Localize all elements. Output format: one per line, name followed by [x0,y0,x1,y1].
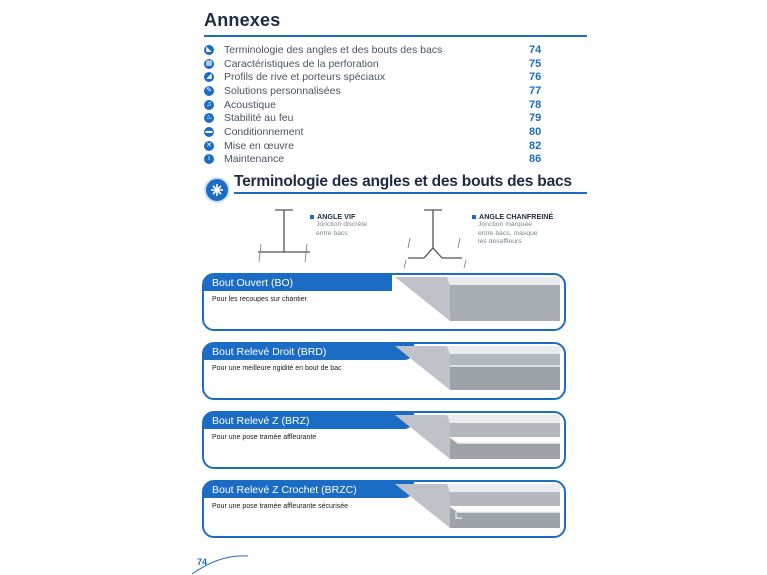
angle-vif-label-text: ANGLE VIF [317,212,356,221]
toc-item[interactable]: i Maintenance 86 [204,153,544,167]
toc-item-page: 77 [529,84,542,97]
toc-item[interactable]: ✕ Mise en œuvre 82 [204,139,544,153]
card-title: Bout Relevé Droit (BRD) [204,344,414,360]
toc-item-page: 82 [529,139,542,152]
angle-vif-info: ANGLE VIF Jonction discrète entre bacs [310,212,367,238]
card-bout-releve-z: Bout Relevé Z (BRZ) Pour une pose tramée… [202,411,566,469]
page-number: 74 [197,557,208,567]
package-icon: ▬ [204,126,214,137]
toc-item[interactable]: ♫ Acoustique 78 [204,98,544,112]
toc-item-page: 79 [529,112,542,125]
panel-brd-illustration [395,346,560,390]
bullet-square [310,215,314,220]
card-title: Bout Relevé Z (BRZ) [204,413,414,429]
toc-item-label: Solutions personnalisées [224,84,341,97]
info-icon: i [204,154,214,165]
angle-chanfreine-info: ANGLE CHANFREINÉ Jonction marquée entre … [472,212,553,247]
toc-item-label: Stabilité au feu [224,112,294,125]
toc-item-page: 78 [529,98,542,111]
tools-icon: ✕ [204,140,214,151]
toc-item-label: Maintenance [224,153,285,166]
angle-vif-desc-line: Jonction discrète [316,221,368,228]
angle-chanfreine-desc-line: les désaffleurs [478,238,522,245]
angle-chanfreine-desc: Jonction marquée entre bacs, masque les … [472,221,553,247]
section-title: Terminologie des angles et des bouts des… [234,173,572,190]
angle-chanfreine-desc-line: entre bacs, masque [478,229,538,237]
card-bout-releve-z-crochet: Bout Relevé Z Crochet (BRZC) Pour une po… [202,480,566,538]
panel-brz-illustration [395,415,560,459]
toc-item-label: Conditionnement [224,125,304,138]
grid-icon: ▦ [204,58,214,69]
card-desc: Pour une meilleure rigidité en bout de b… [212,365,342,372]
footer-curve [191,555,249,575]
panel-brzc-illustration [395,484,560,528]
card-desc: Pour les recoupes sur chantier [212,296,307,303]
annexes-title: Annexes [204,10,281,30]
card-bout-releve-droit: Bout Relevé Droit (BRD) Pour une meilleu… [202,342,566,400]
angle-vif-desc-line: entre bacs [316,229,348,237]
toc-item-page: 80 [529,125,542,138]
angle-chanfreine-label-text: ANGLE CHANFREINÉ [479,212,554,221]
toc-item[interactable]: ▬ Conditionnement 80 [204,125,544,139]
section-divider [234,192,587,194]
bullet-square [472,215,476,220]
toc-item[interactable]: ▦ Caractéristiques de la perforation 75 [204,57,544,71]
angle-vif-diagram [258,209,310,263]
toc-item[interactable]: ♨ Stabilité au feu 79 [204,111,544,125]
acoustic-icon: ♫ [204,99,214,110]
toc-item-page: 86 [529,153,542,166]
card-title: Bout Relevé Z Crochet (BRZC) [204,482,414,498]
toc-item-page: 76 [529,71,542,84]
toc-item-label: Caractéristiques de la perforation [224,57,379,70]
panel-bo-illustration [392,275,560,321]
angle-vif-desc: Jonction discrète entre bacs [310,221,367,238]
annexes-toc: ◣ Terminologie des angles et des bouts de… [204,43,544,166]
fire-icon: ♨ [204,113,214,124]
card-title: Bout Ouvert (BO) [204,275,414,291]
toc-item-label: Profils de rive et porteurs spéciaux [224,71,386,84]
toc-item-page: 74 [529,43,542,56]
toc-item[interactable]: ◢ Profils de rive et porteurs spéciaux 76 [204,70,544,84]
angle-vif-label: ANGLE VIF [310,212,367,221]
toc-item-label: Terminologie des angles et des bouts des… [224,43,443,56]
card-desc: Pour une pose tramée affleurante [212,434,317,441]
profile-icon: ◢ [204,72,214,83]
angle-section-glyph [211,184,223,196]
card-bout-ouvert: Bout Ouvert (BO) Pour les recoupes sur c… [202,273,566,331]
toc-item-label: Mise en œuvre [224,139,295,152]
angle-chanfreine-diagram [403,209,467,268]
angle-section-icon [204,177,230,203]
angle-chanfreine-label: ANGLE CHANFREINÉ [472,212,553,221]
custom-icon: ✎ [204,85,214,96]
title-divider [204,35,587,37]
angle-chanfreine-desc-line: Jonction marquée [478,221,533,228]
angle-icon: ◣ [204,44,214,55]
toc-item[interactable]: ✎ Solutions personnalisées 77 [204,84,544,98]
toc-item-label: Acoustique [224,98,276,111]
toc-item[interactable]: ◣ Terminologie des angles et des bouts de… [204,43,544,57]
card-desc: Pour une pose tramée affleurante sécuris… [212,503,349,510]
toc-item-page: 75 [529,57,542,70]
